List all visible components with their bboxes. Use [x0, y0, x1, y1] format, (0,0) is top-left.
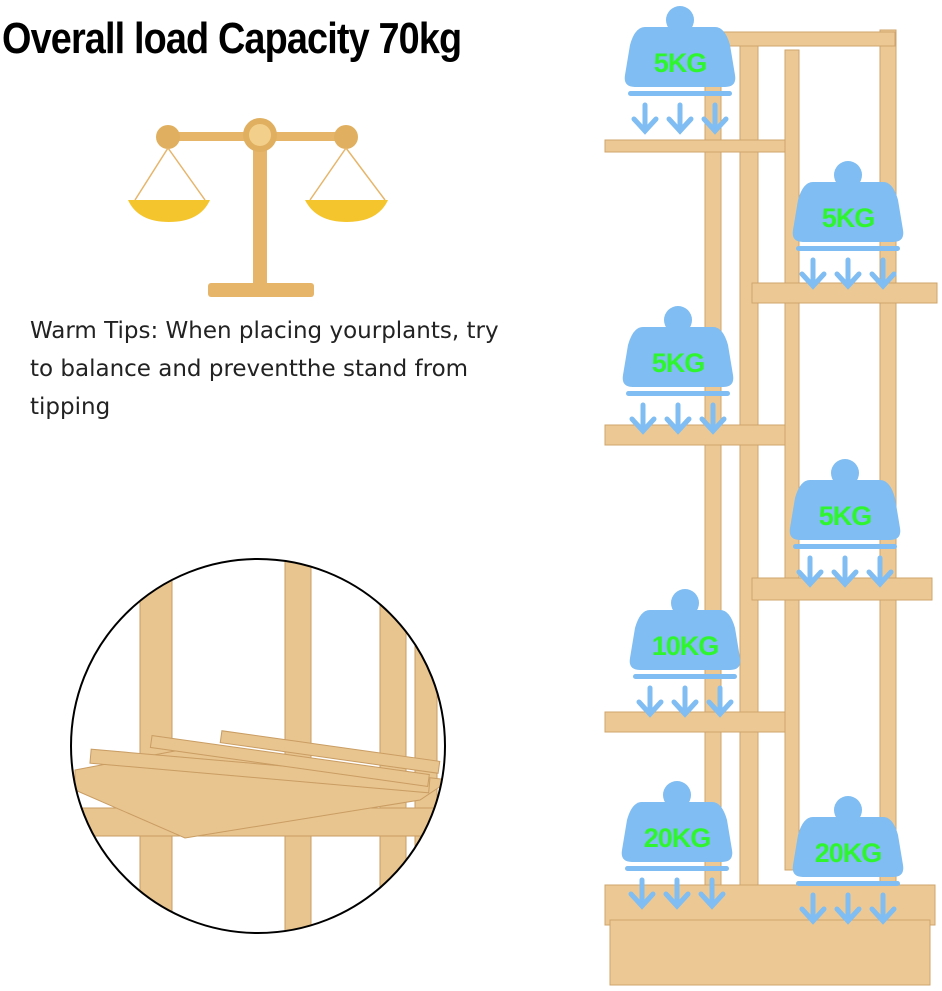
headline: Overall load Capacity 70kg [2, 14, 462, 63]
down-arrow-icon [699, 402, 727, 435]
balance-scale-icon [128, 118, 388, 297]
plant-stand [604, 29, 938, 986]
weight-label: 20KG [815, 838, 882, 868]
weight-badge: 20KG [621, 781, 733, 910]
down-arrow-icon [799, 257, 827, 290]
down-arrow-icon [796, 555, 824, 588]
down-arrow-icon [628, 877, 656, 910]
weight-badge: 10KG [629, 589, 741, 718]
down-arrow-icon [631, 102, 659, 135]
down-arrow-icon [866, 555, 894, 588]
warm-tips-text: Warm Tips: When placing yourplants, try … [30, 318, 499, 420]
weight-label: 10KG [652, 631, 719, 661]
down-arrow-icon [834, 892, 862, 925]
down-arrow-icon [698, 877, 726, 910]
down-arrow-icon [706, 685, 734, 718]
down-arrow-icon [671, 685, 699, 718]
down-arrow-icon [799, 892, 827, 925]
down-arrow-icon [869, 257, 897, 290]
down-arrow-icon [869, 892, 897, 925]
weight-label: 5KG [822, 203, 875, 233]
weight-badge: 5KG [622, 306, 734, 435]
shelf-closeup [70, 558, 446, 934]
weight-label: 5KG [819, 501, 872, 531]
down-arrow-icon [664, 402, 692, 435]
weight-badge: 5KG [624, 6, 736, 135]
down-arrow-icon [636, 685, 664, 718]
down-arrow-icon [701, 102, 729, 135]
weight-badge: 5KG [792, 161, 904, 290]
down-arrow-icon [666, 102, 694, 135]
down-arrow-icon [831, 555, 859, 588]
down-arrow-icon [663, 877, 691, 910]
weight-label: 5KG [654, 48, 707, 78]
weight-badge: 5KG [789, 459, 901, 588]
down-arrow-icon [629, 402, 657, 435]
weight-label: 20KG [644, 823, 711, 853]
weight-label: 5KG [652, 348, 705, 378]
down-arrow-icon [834, 257, 862, 290]
weight-badge: 20KG [792, 796, 904, 925]
